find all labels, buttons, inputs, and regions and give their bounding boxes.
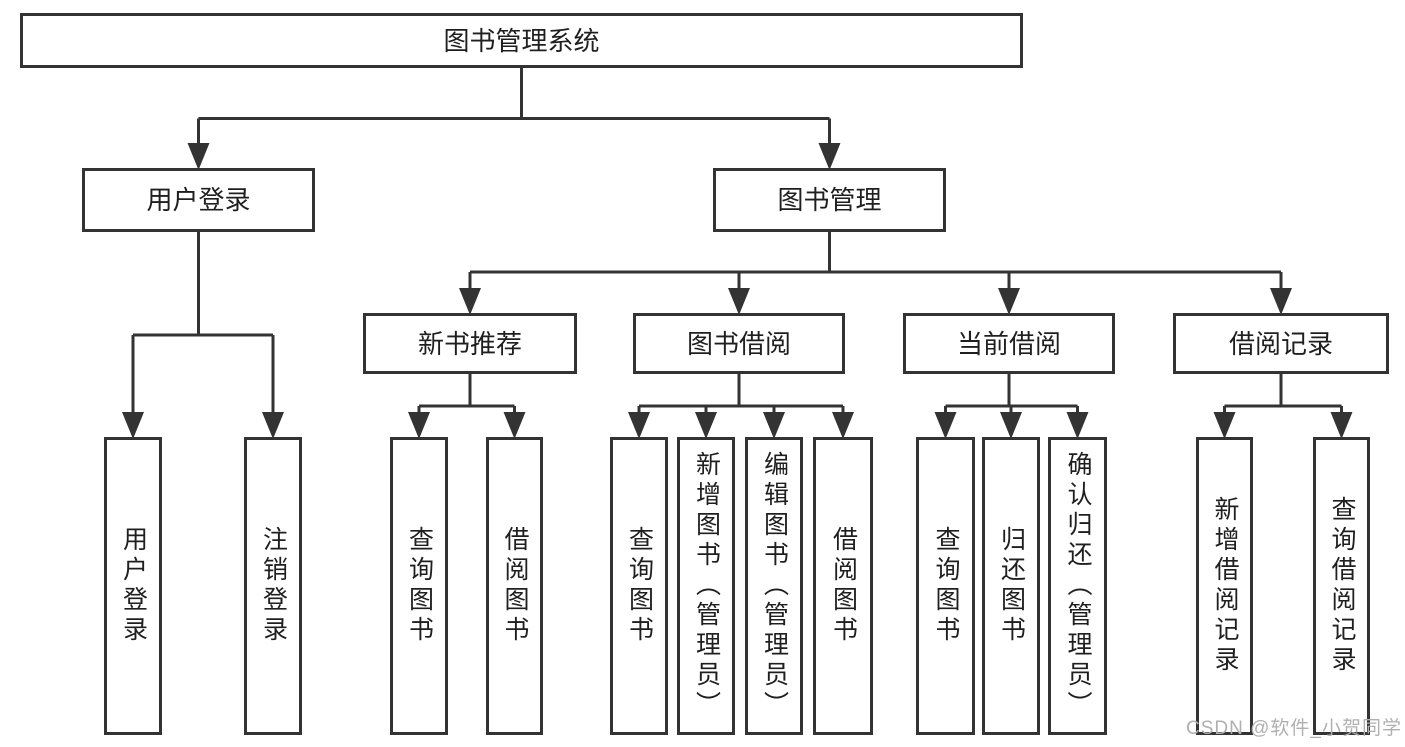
leaf-logout: 注销登录 (244, 437, 302, 735)
leaf-return-books: 归还图书 (982, 437, 1040, 735)
leaf-user-login-label: 用户登录 (119, 526, 148, 646)
node-user-login-label: 用户登录 (146, 185, 251, 215)
node-user-login-module: 用户登录 (82, 168, 315, 232)
leaf-edit-books-admin: 编辑图书（管理员） (745, 437, 803, 735)
node-borrowing-records-label: 借阅记录 (1228, 328, 1333, 359)
leaf-query-borrow-record-label: 查询借阅记录 (1328, 496, 1356, 676)
node-root-system: 图书管理系统 (20, 13, 1023, 68)
csdn-watermark: CSDN @软件_小贺同学 (1186, 718, 1402, 739)
node-root-label: 图书管理系统 (443, 25, 600, 56)
leaf-query-books-borrowing: 查询图书 (610, 437, 668, 735)
leaf-borrow-books-recommend: 借阅图书 (486, 437, 543, 735)
leaf-query-borrow-record: 查询借阅记录 (1313, 437, 1370, 735)
node-borrowing-records: 借阅记录 (1173, 313, 1389, 374)
leaf-query-books-current: 查询图书 (916, 437, 975, 735)
leaf-user-login: 用户登录 (104, 437, 162, 735)
node-book-borrowing-label: 图书借阅 (686, 328, 791, 359)
node-book-management-module: 图书管理 (713, 168, 946, 232)
leaf-add-books-admin-label: 新增图书（管理员） (692, 451, 721, 721)
leaf-query-books-borrowing-label: 查询图书 (625, 526, 654, 646)
leaf-add-borrow-record: 新增借阅记录 (1196, 437, 1253, 735)
node-new-book-recommendation-label: 新书推荐 (417, 328, 522, 359)
node-book-management-label: 图书管理 (777, 185, 882, 215)
node-book-borrowing: 图书借阅 (633, 313, 845, 374)
node-current-borrowing-label: 当前借阅 (956, 328, 1061, 359)
leaf-add-borrow-record-label: 新增借阅记录 (1211, 496, 1239, 676)
leaf-confirm-return-admin-label: 确认归还（管理员） (1064, 451, 1092, 721)
leaf-borrow-books: 借阅图书 (813, 437, 873, 735)
leaf-edit-books-admin-label: 编辑图书（管理员） (760, 451, 789, 721)
leaf-logout-label: 注销登录 (259, 526, 288, 646)
node-current-borrowing: 当前借阅 (903, 313, 1115, 374)
leaf-query-books-recommend-label: 查询图书 (405, 526, 434, 646)
leaf-return-books-label: 归还图书 (997, 526, 1026, 646)
leaf-borrow-books-label: 借阅图书 (829, 526, 858, 646)
leaf-query-books-recommend: 查询图书 (390, 437, 448, 735)
node-new-book-recommendation: 新书推荐 (363, 313, 577, 374)
leaf-borrow-books-recommend-label: 借阅图书 (501, 526, 529, 646)
leaf-query-books-current-label: 查询图书 (932, 526, 960, 646)
leaf-add-books-admin: 新增图书（管理员） (677, 437, 735, 735)
leaf-confirm-return-admin: 确认归还（管理员） (1048, 437, 1107, 735)
